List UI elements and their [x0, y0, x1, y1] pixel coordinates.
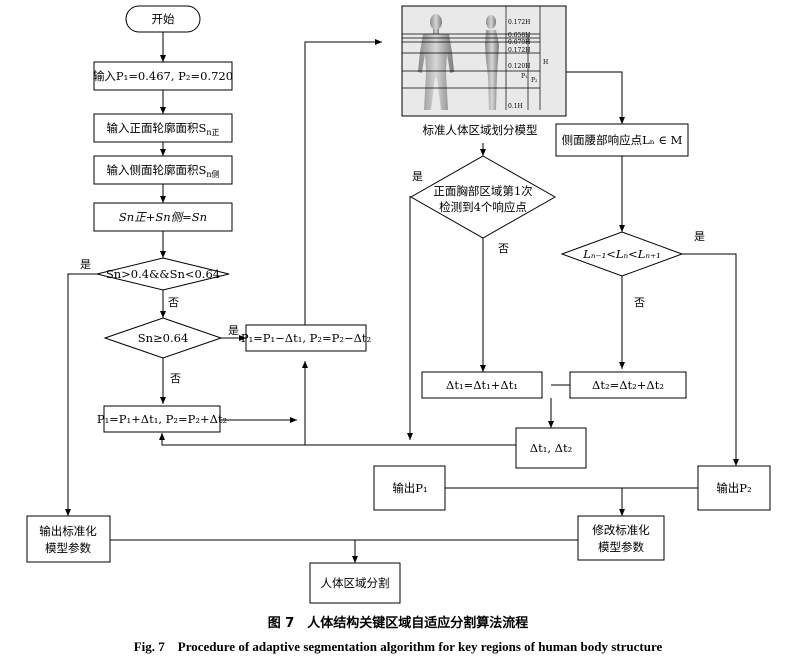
cond1-yes-label: 是: [80, 258, 91, 271]
edge-lcond-outp2: [682, 253, 739, 466]
modify-line1: 修改标准化: [592, 523, 650, 537]
cond1-label: Sn>0.4&&Sn<0.64: [106, 267, 220, 281]
inc-p-label: P₁=P₁+Δt₁, P₂=P₂+Δt₂: [97, 412, 227, 426]
dtpair-box: Δt₁, Δt₂: [515, 427, 587, 469]
edge-cond1-output: [65, 273, 97, 516]
branch-labels: 是 否 是 否 是 否 是 否: [80, 170, 705, 385]
segment-box: 人体区域分割: [309, 562, 401, 604]
out-p2-label: 输出P₂: [716, 481, 751, 495]
lcond-diamond: Lₙ₋₁<Lₙ<Lₙ₊₁: [560, 231, 684, 277]
output-std-box: 输出标准化 模型参数: [26, 515, 111, 563]
output-std-line1: 输出标准化: [39, 524, 97, 538]
lcond-label: Lₙ₋₁<Lₙ<Lₙ₊₁: [582, 247, 661, 261]
figure-caption-en: Fig. 7 Procedure of adaptive segmentatio…: [133, 639, 663, 654]
svg-text:P₂: P₂: [531, 77, 538, 84]
edge-model-waist: [566, 71, 625, 124]
human-model: 0.172H 0.058H 0.079H 0.172H 0.120H 0.1H …: [401, 5, 567, 137]
dec-p-box: P₁=P₁−Δt₁, P₂=P₂−Δt₂: [241, 324, 371, 352]
dt1-box: Δt₁=Δt₁+Δt₁: [421, 371, 543, 399]
dt1-label: Δt₁=Δt₁+Δt₁: [446, 378, 518, 392]
svg-text:P₁: P₁: [521, 73, 527, 80]
out-p1-box: 输出P₁: [373, 465, 446, 511]
chest-no-label: 否: [498, 242, 509, 255]
edge-outp1-modify: [445, 487, 625, 516]
input-front-label: 输入正面轮廓面积Sn正: [106, 121, 219, 137]
dtpair-label: Δt₁, Δt₂: [530, 441, 572, 455]
svg-text:H: H: [543, 59, 548, 66]
output-std-line2: 模型参数: [45, 541, 91, 555]
sum-box: Sn正+Sn侧=Sn: [93, 202, 233, 232]
inc-p-box: P₁=P₁+Δt₁, P₂=P₂+Δt₂: [97, 405, 227, 433]
sum-label: Sn正+Sn侧=Sn: [119, 210, 207, 224]
cond2-label: Sn≥0.64: [138, 331, 189, 345]
modify-line2: 模型参数: [598, 540, 644, 554]
svg-text:0.079H: 0.079H: [508, 39, 530, 46]
lcond-yes-label: 是: [694, 230, 705, 243]
start-node: 开始: [125, 5, 201, 33]
svg-text:0.120H: 0.120H: [508, 63, 530, 70]
dt2-label: Δt₂=Δt₂+Δt₂: [592, 378, 664, 392]
input-front-box: 输入正面轮廓面积Sn正: [93, 113, 233, 143]
cond2-no-label: 否: [170, 372, 181, 385]
modify-box: 修改标准化 模型参数: [577, 515, 665, 561]
svg-text:0.1H: 0.1H: [508, 103, 523, 110]
human-model-ruler-labels: 0.172H 0.058H 0.079H 0.172H 0.120H 0.1H …: [508, 19, 548, 110]
chest-diamond: 正面胸部区域第1次 检测到4个响应点: [409, 155, 557, 239]
dt2-box: Δt₂=Δt₂+Δt₂: [569, 371, 687, 399]
cond1-diamond: Sn>0.4&&Sn<0.64: [96, 257, 230, 291]
human-figure-side: [485, 15, 499, 110]
cond1-no-label: 否: [168, 296, 179, 309]
input-side-label: 输入侧面轮廓面积Sn侧: [106, 163, 219, 179]
cond2-yes-label: 是: [228, 324, 239, 337]
out-p1-label: 输出P₁: [392, 481, 427, 495]
svg-text:0.172H: 0.172H: [508, 47, 530, 54]
edge-dt-inc: [159, 433, 552, 450]
svg-text:0.058H: 0.058H: [508, 32, 530, 39]
chest-yes-label: 是: [412, 170, 423, 183]
figure-caption-cn: 图 7 人体结构关键区域自适应分割算法流程: [267, 616, 529, 631]
input-p-label: 输入P₁=0.467, P₂=0.720: [93, 69, 233, 83]
edge-dec-model: [304, 39, 382, 325]
input-side-box: 输入侧面轮廓面积Sn侧: [93, 155, 233, 185]
dec-p-label: P₁=P₁−Δt₁, P₂=P₂−Δt₂: [241, 331, 371, 345]
chest-line1: 正面胸部区域第1次: [433, 184, 533, 198]
out-p2-box: 输出P₂: [697, 465, 771, 511]
side-waist-box: 侧面腰部响应点Lₙ ∈ M: [555, 123, 689, 157]
input-p-box: 输入P₁=0.467, P₂=0.720: [93, 61, 233, 91]
segment-label: 人体区域分割: [321, 576, 390, 590]
human-model-ruler: [402, 6, 541, 110]
chest-line2: 检测到4个响应点: [439, 200, 527, 214]
human-model-caption: 标准人体区域划分模型: [423, 123, 538, 137]
side-waist-label: 侧面腰部响应点Lₙ ∈ M: [562, 133, 683, 147]
start-label: 开始: [152, 12, 175, 26]
svg-text:0.172H: 0.172H: [508, 19, 530, 26]
lcond-no-label: 否: [634, 296, 645, 309]
flowchart: 开始 输入P₁=0.467, P₂=0.720 输入正面轮廓面积Sn正 输入侧面…: [26, 5, 771, 604]
cond2-diamond: Sn≥0.64: [103, 317, 223, 359]
